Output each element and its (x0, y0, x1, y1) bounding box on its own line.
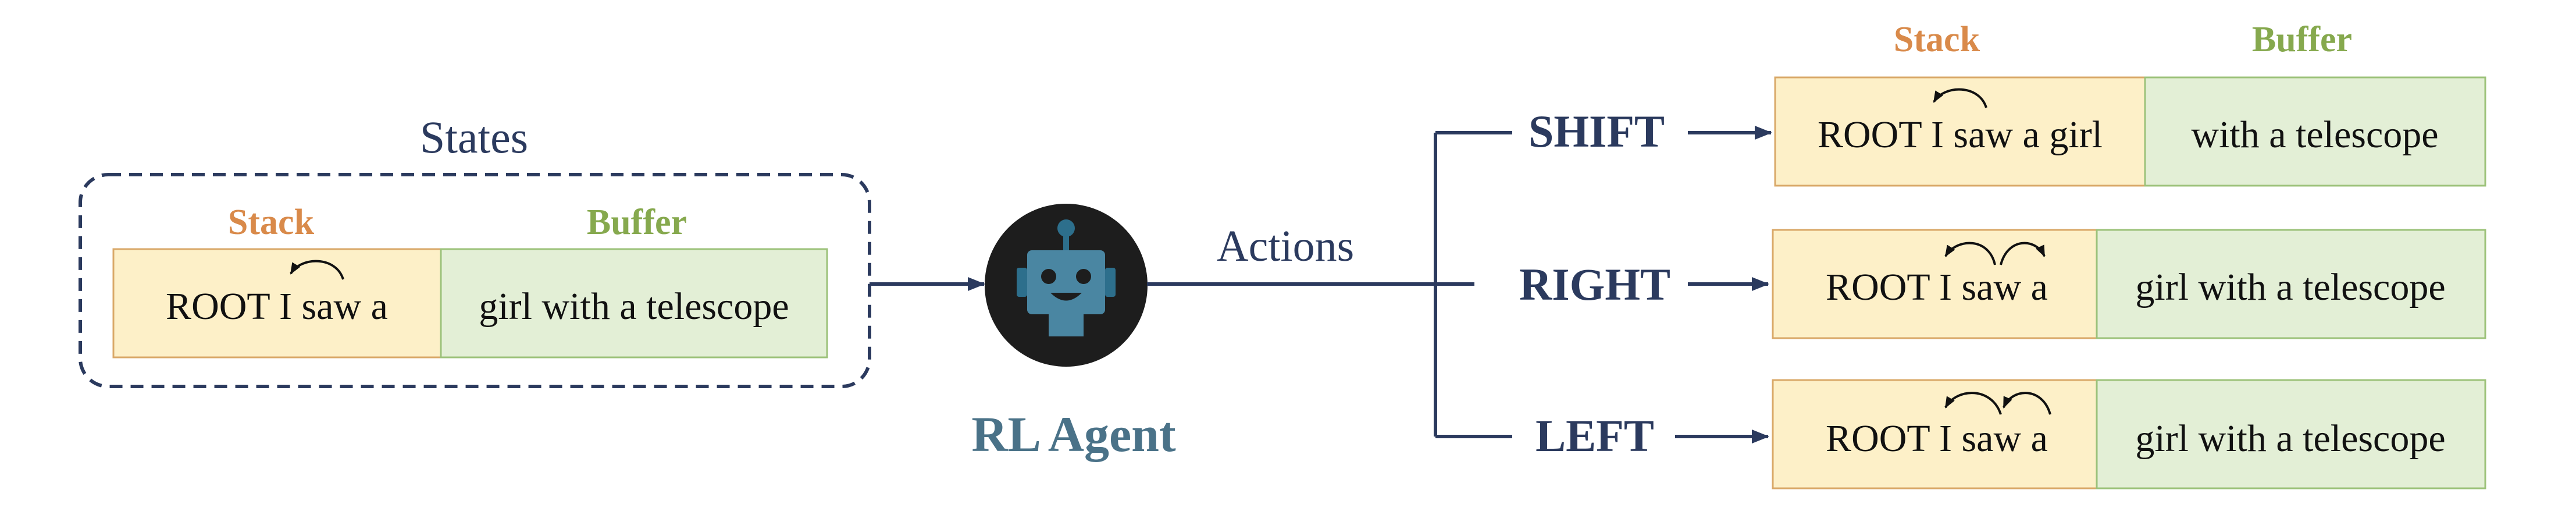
rl-agent: RL Agent (971, 204, 1176, 462)
left-stack-box (1772, 379, 2098, 489)
left-dependency-arc-left (1944, 392, 2002, 415)
states-stack-label: Stack (228, 203, 315, 242)
states-title: States (420, 112, 528, 162)
states-dashed-border (79, 173, 871, 388)
states-stack-text: ROOT I saw a (166, 285, 388, 328)
action-left-label: LEFT (1535, 410, 1654, 461)
right-dependency-arc-right (2000, 242, 2046, 265)
right-buffer-box (2096, 229, 2486, 339)
actions-label: Actions (1217, 222, 1354, 271)
action-shift-label: SHIFT (1529, 106, 1665, 157)
outcome-left: LEFT ROOT I saw a girl with a telescope (1535, 379, 2486, 489)
shift-buffer-box (2144, 76, 2486, 187)
outcome-shift: SHIFT Stack Buffer ROOT I saw a girl wit… (1529, 20, 2486, 187)
shift-stack-label: Stack (1894, 20, 1980, 59)
states-dependency-arc (290, 260, 344, 280)
right-dependency-arc-left (1944, 242, 1996, 265)
shift-dependency-arc (1933, 88, 1987, 108)
robot-icon (1017, 219, 1116, 336)
left-dependency-arc-right (2003, 392, 2051, 415)
left-buffer-box (2096, 379, 2486, 489)
right-buffer-text: girl with a telescope (2135, 266, 2445, 308)
shift-buffer-label: Buffer (2252, 20, 2352, 59)
left-buffer-text: girl with a telescope (2135, 417, 2445, 460)
states-buffer-text: girl with a telescope (479, 285, 789, 328)
outcome-right: RIGHT ROOT I saw a girl with a telescope (1519, 229, 2486, 339)
states-group: States Stack Buffer ROOT I saw a girl wi… (79, 112, 871, 388)
states-stack-box (112, 248, 442, 359)
actions-branch-lines (1147, 131, 1512, 438)
agent-label: RL Agent (971, 406, 1176, 462)
right-stack-text: ROOT I saw a (1826, 266, 2048, 308)
left-stack-text: ROOT I saw a (1826, 417, 2048, 460)
action-right-label: RIGHT (1519, 259, 1670, 310)
states-buffer-label: Buffer (587, 203, 687, 242)
shift-stack-text: ROOT I saw a girl (1818, 113, 2103, 156)
shift-buffer-text: with a telescope (2191, 113, 2438, 156)
states-buffer-box (440, 248, 828, 359)
